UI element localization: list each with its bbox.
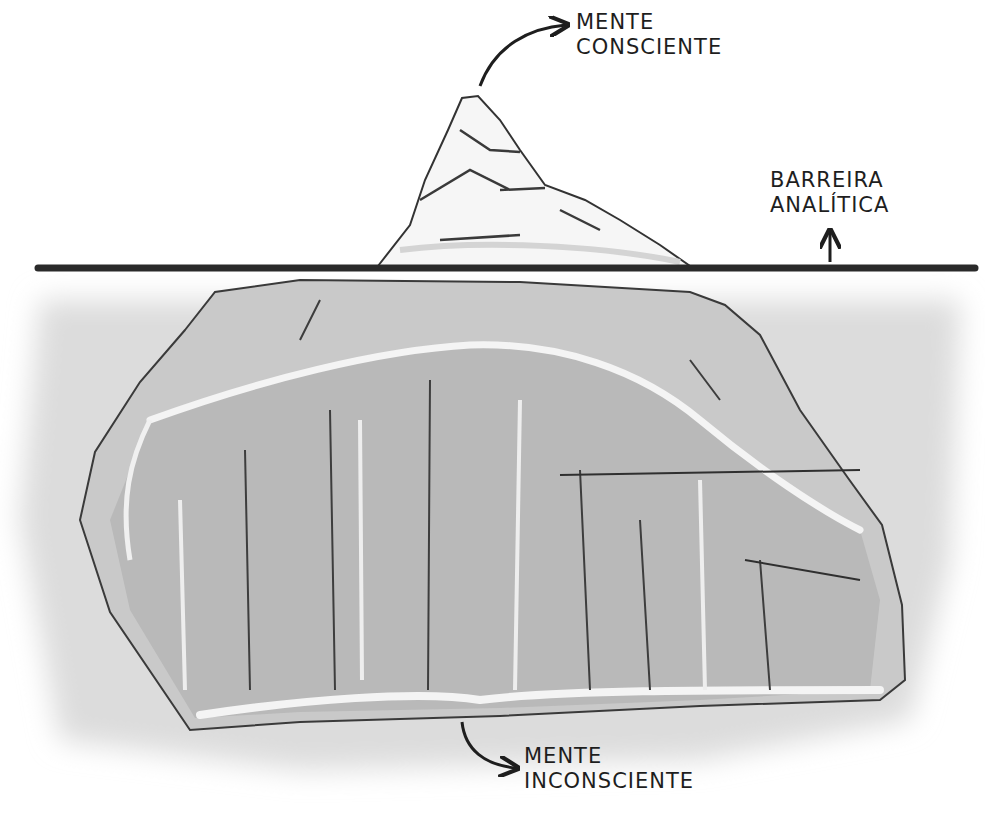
- iceberg-underwater: [80, 280, 905, 730]
- water-line: [38, 265, 975, 272]
- region-label: MENTE CONSCIENTE: [576, 10, 722, 60]
- ice-highlight: [150, 345, 860, 530]
- ice-crack: [245, 300, 770, 690]
- ice-highlight: [200, 690, 880, 715]
- iceberg-tip: [378, 96, 690, 266]
- leader-arrow: [480, 25, 566, 86]
- iceberg-shade: [110, 345, 880, 718]
- ice-crack: [560, 470, 860, 580]
- ice-crack: [420, 130, 600, 240]
- barrier-label: BARREIRA ANALÍTICA: [770, 168, 889, 218]
- ice-streak: [180, 400, 705, 690]
- ice-highlight: [126, 420, 150, 560]
- ice-shade: [400, 245, 680, 262]
- leader-arrow: [829, 232, 832, 262]
- leader-arrow: [462, 722, 516, 768]
- region-label: MENTE INCONSCIENTE: [524, 744, 694, 794]
